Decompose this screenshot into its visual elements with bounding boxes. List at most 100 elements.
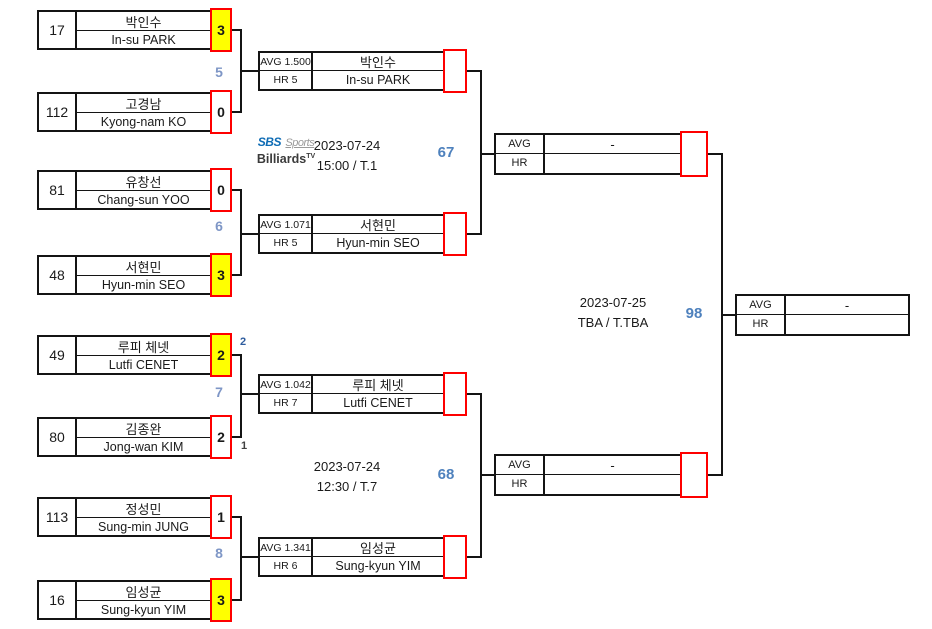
hr-label: HR 6 [273, 559, 298, 572]
player-name-kr: 임성균 [77, 582, 210, 601]
billiards-logo-text: Billiards [256, 152, 307, 167]
score-cell: 3 [210, 8, 232, 52]
player-name-box: 임성균 Sung-kyun YIM [77, 580, 210, 620]
avg-label: AVG 1.071 [260, 216, 311, 234]
score-cell: 2 [210, 333, 232, 377]
stats-box: AVG 1.071 HR 5 [258, 214, 313, 254]
bracket-line [480, 153, 494, 155]
seed-number: 80 [37, 417, 77, 457]
match-number: 67 [437, 144, 455, 161]
match-datetime: 2023-07-24 12:30 / T.7 [292, 457, 402, 497]
tiebreak-score: 2 [240, 336, 247, 348]
seed-number: 112 [37, 92, 77, 132]
player-name-kr: 루피 체넷 [313, 376, 443, 394]
player-name-box: 루피 체넷 Lutfi CENET [77, 335, 210, 375]
player-name-en: Sung-kyun YIM [100, 602, 187, 617]
player-name-en: Hyun-min SEO [336, 235, 420, 250]
hr-value [545, 475, 680, 493]
bracket-line [232, 189, 242, 191]
seed-number: 113 [37, 497, 77, 537]
stats-box: AVG HR [494, 133, 545, 175]
stats-box: AVG 1.500 HR 5 [258, 51, 313, 91]
player-name-kr: 고경남 [77, 94, 210, 113]
player-name-kr: 임성균 [313, 539, 443, 557]
stats-value-box: - [545, 133, 680, 175]
stats-box: AVG HR [735, 294, 786, 336]
hr-label: HR 5 [273, 73, 298, 86]
bracket-line [467, 70, 480, 72]
player-name-box: 고경남 Kyong-nam KO [77, 92, 210, 132]
avg-value: - [545, 135, 680, 154]
hr-label: HR 7 [273, 396, 298, 409]
r1-player-box: 80 김종완 Jong-wan KIM 2 [37, 415, 232, 459]
bracket-line [232, 274, 242, 276]
stats-box: AVG HR [494, 454, 545, 496]
r2-player-box: AVG 1.042 HR 7 루피 체넷 Lutfi CENET [258, 372, 467, 416]
match-date: 2023-07-25 [579, 295, 647, 310]
player-name-kr: 정성민 [77, 499, 210, 518]
hr-label: HR [752, 318, 769, 330]
match-number: 5 [215, 64, 223, 80]
match-number: 98 [685, 305, 703, 322]
match-datetime: 2023-07-25 TBA / T.TBA [558, 293, 668, 333]
bracket-line [232, 516, 242, 518]
player-name-en: Sung-kyun YIM [335, 558, 421, 573]
score-cell: 0 [210, 90, 232, 134]
player-name-en: Lutfi CENET [343, 395, 413, 410]
seed-number: 49 [37, 335, 77, 375]
r1-player-box: 113 정성민 Sung-min JUNG 1 [37, 495, 232, 539]
hr-label: HR [511, 157, 528, 169]
avg-label: AVG [737, 296, 784, 315]
score-cell [680, 452, 708, 498]
avg-value: - [545, 456, 680, 475]
score-cell: 0 [210, 168, 232, 212]
player-name-kr: 루피 체넷 [77, 337, 210, 356]
bracket-line [232, 599, 242, 601]
seed-number: 17 [37, 10, 77, 50]
stats-box: AVG 1.341 HR 6 [258, 537, 313, 577]
r1-player-box: 81 유창선 Chang-sun YOO 0 [37, 168, 232, 212]
r1-player-box: 112 고경남 Kyong-nam KO 0 [37, 90, 232, 134]
avg-label: AVG 1.500 [260, 53, 311, 71]
match-number: 7 [215, 384, 223, 400]
bracket-line [240, 70, 258, 72]
seed-number: 48 [37, 255, 77, 295]
player-name-box: 루피 체넷 Lutfi CENET [313, 374, 443, 414]
player-name-box: 정성민 Sung-min JUNG [77, 497, 210, 537]
bracket-line [232, 354, 242, 356]
semifinal-box: AVG HR - [494, 452, 708, 498]
match-time-table: 12:30 / T.7 [316, 479, 378, 494]
hr-value [545, 154, 680, 172]
player-name-en: Hyun-min SEO [101, 277, 186, 292]
bracket-line [232, 111, 242, 113]
final-box: AVG HR - [735, 294, 910, 336]
player-name-box: 임성균 Sung-kyun YIM [313, 537, 443, 577]
bracket-line [232, 29, 242, 31]
score-cell [443, 535, 467, 579]
r2-player-box: AVG 1.500 HR 5 박인수 In-su PARK [258, 49, 467, 93]
bracket-line [240, 516, 242, 601]
r2-player-box: AVG 1.341 HR 6 임성균 Sung-kyun YIM [258, 535, 467, 579]
avg-label: AVG [496, 135, 543, 154]
player-name-kr: 서현민 [313, 216, 443, 234]
bracket-line [240, 354, 242, 438]
player-name-box: 박인수 In-su PARK [313, 51, 443, 91]
player-name-en: Sung-min JUNG [98, 519, 189, 534]
r1-player-box: 49 루피 체넷 Lutfi CENET 2 [37, 333, 232, 377]
match-number: 68 [437, 466, 455, 483]
match-time-table: 15:00 / T.1 [316, 158, 378, 173]
match-number: 8 [215, 545, 223, 561]
hr-value [786, 315, 908, 333]
bracket-line [240, 189, 242, 276]
hr-label: HR 5 [273, 236, 298, 249]
avg-label: AVG 1.042 [260, 376, 311, 394]
score-cell [443, 372, 467, 416]
sbs-logo-text: SBS [257, 135, 282, 149]
score-cell: 1 [210, 495, 232, 539]
match-date: 2023-07-24 [313, 459, 381, 474]
match-date: 2023-07-24 [313, 138, 381, 153]
player-name-box: 서현민 Hyun-min SEO [313, 214, 443, 254]
match-time-table: TBA / T.TBA [577, 315, 649, 330]
bracket-line [467, 233, 480, 235]
player-name-kr: 서현민 [77, 257, 210, 276]
